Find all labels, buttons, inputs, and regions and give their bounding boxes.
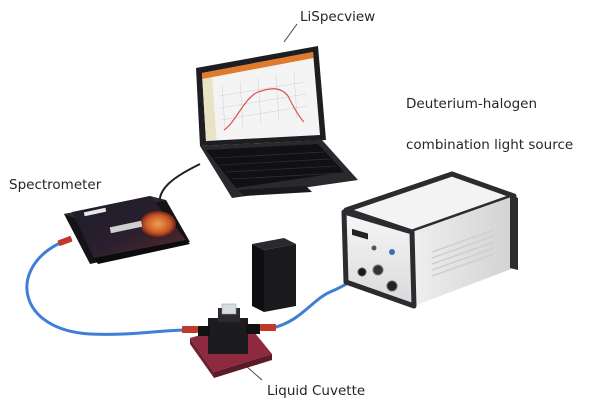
label-liquid-cuvette: Liquid Cuvette <box>267 383 366 399</box>
light-source-device <box>341 171 518 309</box>
label-light-source-line2: combination light source <box>406 137 574 153</box>
spectrum-curve <box>223 88 305 131</box>
laptop-screen <box>202 52 320 141</box>
laptop <box>196 46 358 198</box>
light-source-output-port <box>357 267 367 277</box>
cuvette-cover-box <box>252 238 296 312</box>
connector-cuvette-right <box>260 324 276 331</box>
light-source-display <box>352 228 368 240</box>
light-source-side <box>412 196 514 306</box>
spectrometer-planet-graphic <box>140 211 176 237</box>
label-light-source-line1: Deuterium-halogen <box>406 96 538 112</box>
spectrometer-device <box>64 196 190 264</box>
light-source-knob <box>372 264 384 276</box>
connector-cuvette-left <box>182 326 198 333</box>
fiber-spectrometer-to-cuvette <box>25 242 190 336</box>
label-lispecview: LiSpecview <box>300 9 376 25</box>
cuvette-holder <box>190 303 272 378</box>
light-source-switch <box>386 280 398 292</box>
connector-spectrometer <box>57 236 73 246</box>
cuvette-glass <box>221 303 237 315</box>
lispecview-leader <box>283 23 298 43</box>
label-spectrometer: Spectrometer <box>9 177 102 193</box>
cuvette-leader <box>245 365 263 381</box>
